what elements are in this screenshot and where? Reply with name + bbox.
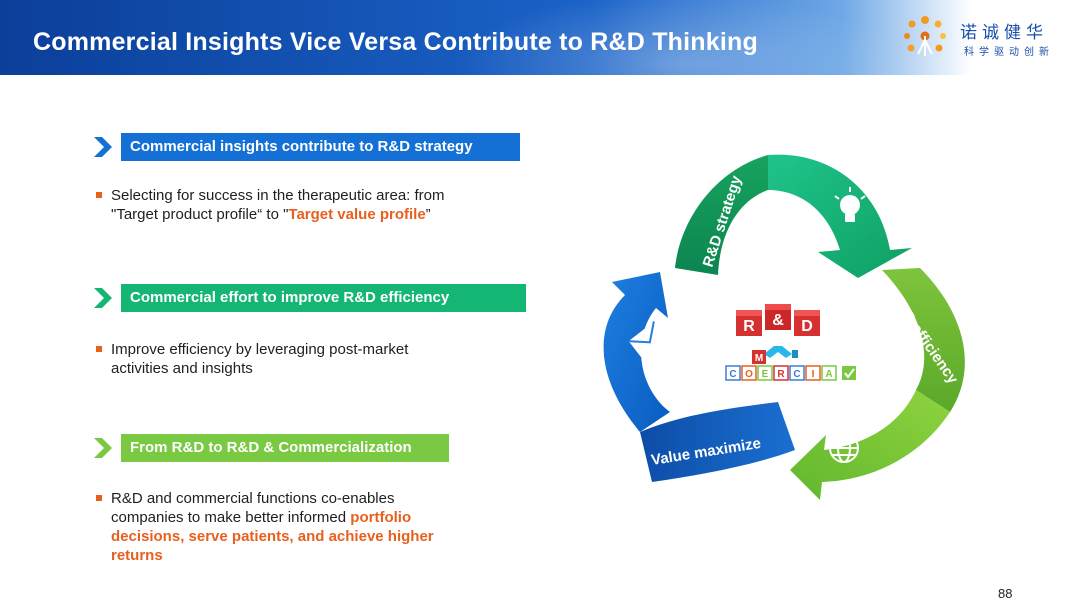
svg-text:M: M <box>755 353 763 364</box>
bullet-text: Improve efficiency by leveraging post-ma… <box>111 341 409 377</box>
slide-title: Commercial Insights Vice Versa Contribut… <box>33 28 758 56</box>
rd-cubes: R & D <box>736 304 820 336</box>
logo-tagline: 科学驱动创新 <box>964 47 1054 58</box>
highlight-text: Target value profile <box>288 206 426 223</box>
commercial-letter-tile: E <box>757 365 773 381</box>
check-icon <box>842 366 856 380</box>
section-1-bullet: Selecting for success in the therapeutic… <box>96 186 536 226</box>
cycle-band-rd-efficiency <box>882 268 965 412</box>
logo-name: 诺诚健华 <box>960 23 1048 43</box>
highlight-text: returns <box>111 547 163 564</box>
header-light-streak <box>420 0 940 75</box>
section-3-bullet: R&D and commercial functions co-enables … <box>96 489 536 569</box>
bullet-square-icon <box>96 192 102 198</box>
chevron-right-icon <box>94 288 112 308</box>
commercial-letter-tile: I <box>805 365 821 381</box>
section-1-banner: Commercial insights contribute to R&D st… <box>121 133 520 161</box>
section-3-banner: From R&D to R&D & Commercialization <box>121 434 449 462</box>
company-logo: 诺诚健华 科学驱动创新 <box>898 12 1073 62</box>
section-2-heading: Commercial effort to improve R&D efficie… <box>92 284 532 312</box>
cycle-arrow-top <box>768 154 912 278</box>
svg-text:A: A <box>825 369 832 380</box>
lightbulb-icon <box>834 187 866 222</box>
svg-text:I: I <box>812 369 815 380</box>
svg-text:&: & <box>772 312 784 329</box>
highlight-text: decisions, serve patients, and achieve h… <box>111 528 434 545</box>
globe-icon <box>829 433 859 463</box>
cycle-diagram: R&D strategy R&D efficiency Value maximi… <box>603 154 965 500</box>
cycle-band-value-maximize <box>640 402 795 482</box>
chevron-right-icon <box>94 438 112 458</box>
cycle-arrow-bottom <box>790 390 950 500</box>
section-1-heading: Commercial insights contribute to R&D st… <box>92 133 522 161</box>
svg-text:D: D <box>801 318 813 335</box>
commercial-letter-tile: R <box>773 365 789 381</box>
envelope-icon <box>628 321 668 359</box>
cycle-arrow-left <box>603 272 670 432</box>
section-2-bullet: Improve efficiency by leveraging post-ma… <box>96 340 536 380</box>
commercial-letter-tile: C <box>725 365 741 381</box>
svg-text:R: R <box>743 318 755 335</box>
svg-text:C: C <box>729 369 736 380</box>
highlight-text: portfolio <box>350 509 412 526</box>
bullet-text: Selecting for success in the therapeutic… <box>111 187 445 223</box>
slide-header: Commercial Insights Vice Versa Contribut… <box>0 0 1080 75</box>
commercial-letter-tile: A <box>821 365 837 381</box>
svg-text:O: O <box>745 369 753 380</box>
commercial-letter-tile: O <box>741 365 757 381</box>
bullet-square-icon <box>96 495 102 501</box>
bullet-text: R&D and commercial functions co-enables … <box>111 490 434 564</box>
cycle-band-rd-strategy <box>675 155 768 275</box>
commercial-letter-tile: C <box>789 365 805 381</box>
section-2-banner: Commercial effort to improve R&D efficie… <box>121 284 526 312</box>
bullet-square-icon <box>96 346 102 352</box>
svg-text:E: E <box>762 369 769 380</box>
chevron-right-icon <box>94 137 112 157</box>
page-number: 88 <box>998 586 1013 601</box>
logo-burst-icon <box>904 16 946 56</box>
svg-text:C: C <box>793 369 800 380</box>
svg-text:R: R <box>777 369 785 380</box>
section-3-heading: From R&D to R&D & Commercialization <box>92 434 452 462</box>
